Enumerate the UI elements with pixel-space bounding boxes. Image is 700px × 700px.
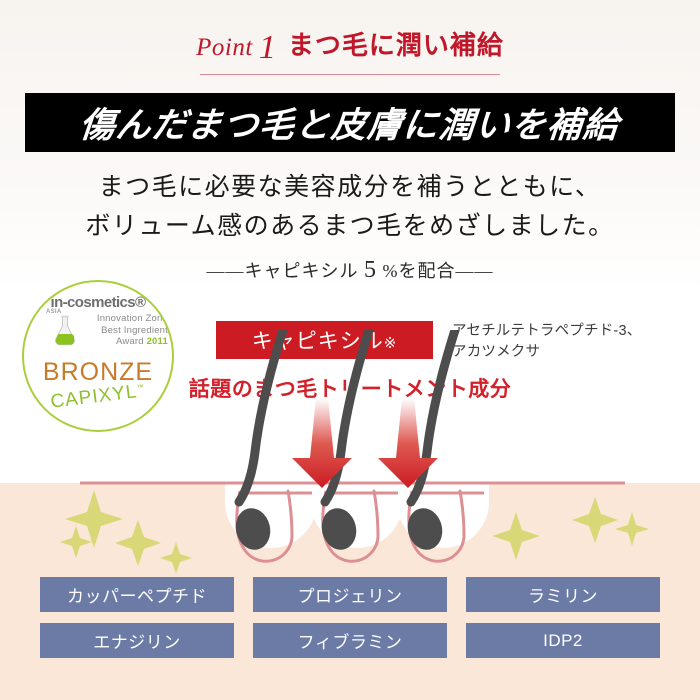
capixyl-ingredient-line-1: アセチルテトラペプチド-3、	[452, 323, 642, 339]
lead-line-1: まつ毛に必要な美容成分を補うとともに、	[98, 174, 602, 201]
award-badge-line-3: Award 2011	[78, 336, 168, 348]
award-badge-award-label: Award	[115, 336, 144, 347]
follicle-illustration	[60, 330, 649, 574]
flask-icon	[55, 315, 75, 345]
award-badge-region: ASIA	[46, 309, 62, 315]
sparkle-icon	[492, 512, 540, 560]
heading-divider	[200, 74, 500, 75]
award-badge-lines: Innovation Zone Best Ingredient Award 20…	[78, 313, 168, 348]
award-badge-brand: in-cosmetics	[50, 294, 136, 311]
sparkle-icon	[115, 520, 161, 566]
capixyl-percentage-note: ——キャピキシル 5 %を配合——	[0, 257, 700, 284]
sparkle-icon	[65, 490, 123, 548]
point-title: まつ毛に潤い補給	[287, 31, 504, 60]
award-badge-line-1: Innovation Zone	[96, 313, 168, 324]
down-arrow-icon	[378, 398, 438, 488]
lead-paragraph: まつ毛に必要な美容成分を補うとともに、 ボリューム感のあるまつ毛をめざしました。	[0, 168, 700, 246]
sparkle-icon	[60, 526, 92, 558]
skin-surface-lines	[80, 481, 625, 495]
award-badge-brandrow: in-cosmetics®	[24, 294, 172, 312]
headline-banner-text: 傷んだまつ毛と皮膚に潤いを補給	[78, 106, 622, 145]
sparkle-icon	[160, 542, 192, 574]
award-badge-brand-tm: ®	[135, 294, 146, 311]
hair-group	[234, 330, 460, 550]
point-number: 1	[258, 29, 276, 66]
ingredient-box: カッパーペプチド	[40, 577, 234, 612]
capixyl-tag-mark: ※	[383, 335, 398, 352]
award-badge-year: 2011	[146, 336, 168, 347]
capixyl-note-number: 5	[364, 257, 377, 283]
capixyl-ingredients-note: アセチルテトラペプチド-3、 アカツメクサ	[452, 321, 692, 363]
ingredient-box: IDP2	[466, 623, 660, 658]
headline-banner: 傷んだまつ毛と皮膚に潤いを補給	[25, 93, 675, 152]
capixyl-tag: キャピキシル※	[216, 321, 433, 359]
ingredient-box: ラミリン	[466, 577, 660, 612]
sparkle-group	[60, 490, 649, 574]
hair-strand	[406, 330, 460, 550]
ingredient-box-grid: カッパーペプチド プロジェリン ラミリン エナジリン フィブラミン IDP2	[40, 577, 660, 658]
capixyl-ingredient-line-2: アカツメクサ	[452, 344, 541, 360]
sparkle-icon	[615, 512, 649, 546]
ingredient-box: プロジェリン	[253, 577, 447, 612]
capixyl-note-prefix: ——キャピキシル	[206, 261, 364, 281]
point-word-label: Point	[196, 34, 253, 61]
capixyl-note-suffix: %を配合——	[377, 261, 494, 281]
award-badge: in-cosmetics® ASIA Innovation Zone Best …	[22, 280, 174, 432]
award-badge-line-2: Best Ingredient	[101, 324, 168, 336]
ingredient-box: エナジリン	[40, 623, 234, 658]
arrow-group	[292, 398, 438, 488]
award-badge-rank: BRONZE	[42, 358, 154, 386]
hair-strand	[320, 330, 374, 550]
hair-strand	[234, 330, 288, 550]
sparkle-icon	[572, 497, 618, 543]
down-arrow-icon	[292, 398, 352, 488]
lead-line-2: ボリューム感のあるまつ毛をめざしました。	[85, 213, 615, 240]
ingredient-box: フィブラミン	[253, 623, 447, 658]
